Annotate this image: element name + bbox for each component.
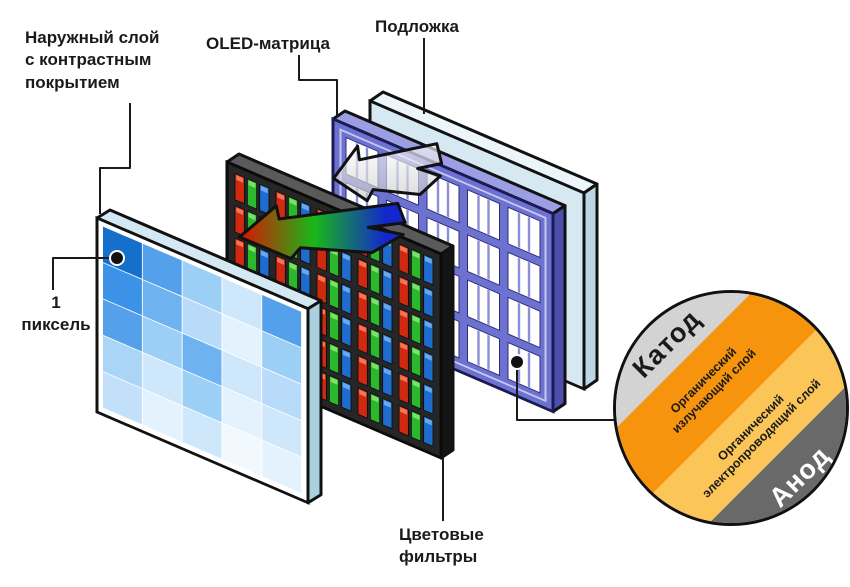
connector-oled-matrix bbox=[298, 55, 338, 118]
connector-outer-layer bbox=[99, 103, 131, 214]
back-light-arrow bbox=[334, 144, 442, 201]
color-filters-label: Цветовые фильтры bbox=[399, 525, 484, 567]
color-filter-panel-side-edge bbox=[439, 244, 455, 460]
one-pixel-label: 1 пиксель bbox=[21, 293, 91, 335]
oled-matrix-label: OLED-матрица bbox=[206, 34, 330, 53]
pixel-callout-dot bbox=[109, 250, 125, 266]
outer-layer-label: Наружный слой с контрастным покрытием bbox=[25, 28, 160, 92]
connector-one-pixel bbox=[52, 257, 112, 290]
substrate-panel-side-edge bbox=[582, 182, 599, 391]
connector-inset bbox=[516, 366, 616, 421]
substrate-label: Подложка bbox=[375, 17, 459, 36]
outer-contrast-layer-panel bbox=[95, 215, 310, 505]
oled-matrix-panel-side-edge bbox=[551, 204, 567, 414]
outer-contrast-layer-panel-side-edge bbox=[306, 299, 323, 505]
light-emission-arrow bbox=[240, 203, 406, 258]
inset-callout-dot bbox=[509, 354, 525, 370]
